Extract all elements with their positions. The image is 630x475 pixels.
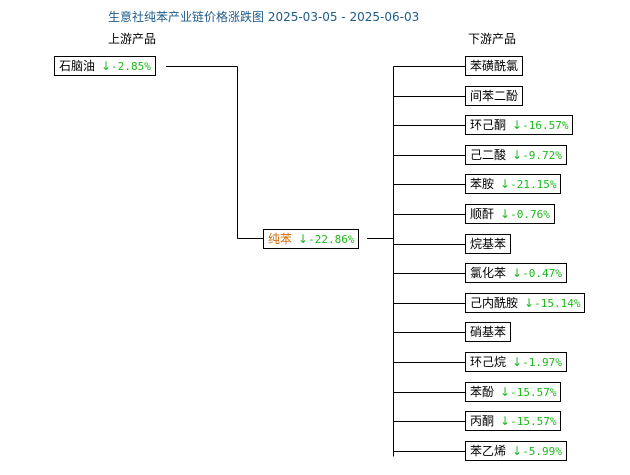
node-name: 顺酐: [470, 207, 495, 221]
downstream-node[interactable]: 丙酮 ↓-15.57%: [465, 411, 562, 431]
price-change: -9.72%: [522, 149, 562, 162]
down-arrow-icon: ↓: [524, 296, 535, 310]
price-change: -22.86%: [308, 233, 355, 246]
price-change: -5.99%: [522, 445, 562, 458]
upstream-node-naphtha[interactable]: 石脑油 ↓-2.85%: [54, 56, 156, 76]
price-change: -15.57%: [510, 415, 557, 428]
down-arrow-icon: ↓: [298, 232, 309, 246]
downstream-node[interactable]: 环己烷 ↓-1.97%: [465, 352, 567, 372]
node-name: 烷基苯: [470, 237, 507, 251]
downstream-node[interactable]: 苯乙烯 ↓-5.99%: [465, 441, 567, 461]
price-change: -2.85%: [111, 60, 151, 73]
node-name: 苯乙烯: [470, 444, 507, 458]
downstream-node[interactable]: 己二酸 ↓-9.72%: [465, 145, 567, 165]
node-name: 硝基苯: [470, 325, 507, 339]
downstream-node[interactable]: 苯磺酰氯: [465, 56, 524, 76]
upstream-header: 上游产品: [108, 32, 157, 46]
down-arrow-icon: ↓: [512, 118, 523, 132]
node-name: 苯磺酰氯: [470, 59, 519, 73]
down-arrow-icon: ↓: [500, 177, 511, 191]
price-change: -16.57%: [522, 119, 569, 132]
node-name: 间苯二酚: [470, 89, 519, 103]
downstream-header: 下游产品: [468, 32, 517, 46]
downstream-node[interactable]: 苯酚 ↓-15.57%: [465, 382, 562, 402]
downstream-node[interactable]: 己内酰胺 ↓-15.14%: [465, 293, 586, 313]
downstream-node[interactable]: 硝基苯: [465, 322, 512, 342]
down-arrow-icon: ↓: [500, 207, 511, 221]
price-change: -0.76%: [510, 208, 550, 221]
downstream-node[interactable]: 环己酮 ↓-16.57%: [465, 115, 574, 135]
node-name: 氯化苯: [470, 266, 507, 280]
node-name: 环己烷: [470, 355, 507, 369]
price-change: -0.47%: [522, 267, 562, 280]
node-name: 苯胺: [470, 177, 495, 191]
node-name: 纯苯: [268, 232, 293, 246]
node-name: 己内酰胺: [470, 296, 519, 310]
down-arrow-icon: ↓: [512, 148, 523, 162]
downstream-node[interactable]: 顺酐 ↓-0.76%: [465, 204, 555, 224]
down-arrow-icon: ↓: [512, 266, 523, 280]
downstream-node[interactable]: 氯化苯 ↓-0.47%: [465, 263, 567, 283]
downstream-node[interactable]: 间苯二酚: [465, 86, 524, 106]
price-change: -15.14%: [534, 297, 581, 310]
downstream-node[interactable]: 烷基苯: [465, 234, 512, 254]
node-name: 丙酮: [470, 414, 495, 428]
node-name: 石脑油: [59, 59, 96, 73]
center-node-benzene[interactable]: 纯苯 ↓-22.86%: [263, 229, 360, 249]
node-name: 苯酚: [470, 385, 495, 399]
price-change: -15.57%: [510, 386, 557, 399]
node-name: 己二酸: [470, 148, 507, 162]
down-arrow-icon: ↓: [101, 59, 112, 73]
node-name: 环己酮: [470, 118, 507, 132]
downstream-node[interactable]: 苯胺 ↓-21.15%: [465, 174, 562, 194]
down-arrow-icon: ↓: [500, 385, 511, 399]
price-change: -21.15%: [510, 178, 557, 191]
down-arrow-icon: ↓: [500, 414, 511, 428]
down-arrow-icon: ↓: [512, 444, 523, 458]
chart-title: 生意社纯苯产业链价格涨跌图 2025-03-05 - 2025-06-03: [108, 10, 420, 24]
price-change: -1.97%: [522, 356, 562, 369]
down-arrow-icon: ↓: [512, 355, 523, 369]
